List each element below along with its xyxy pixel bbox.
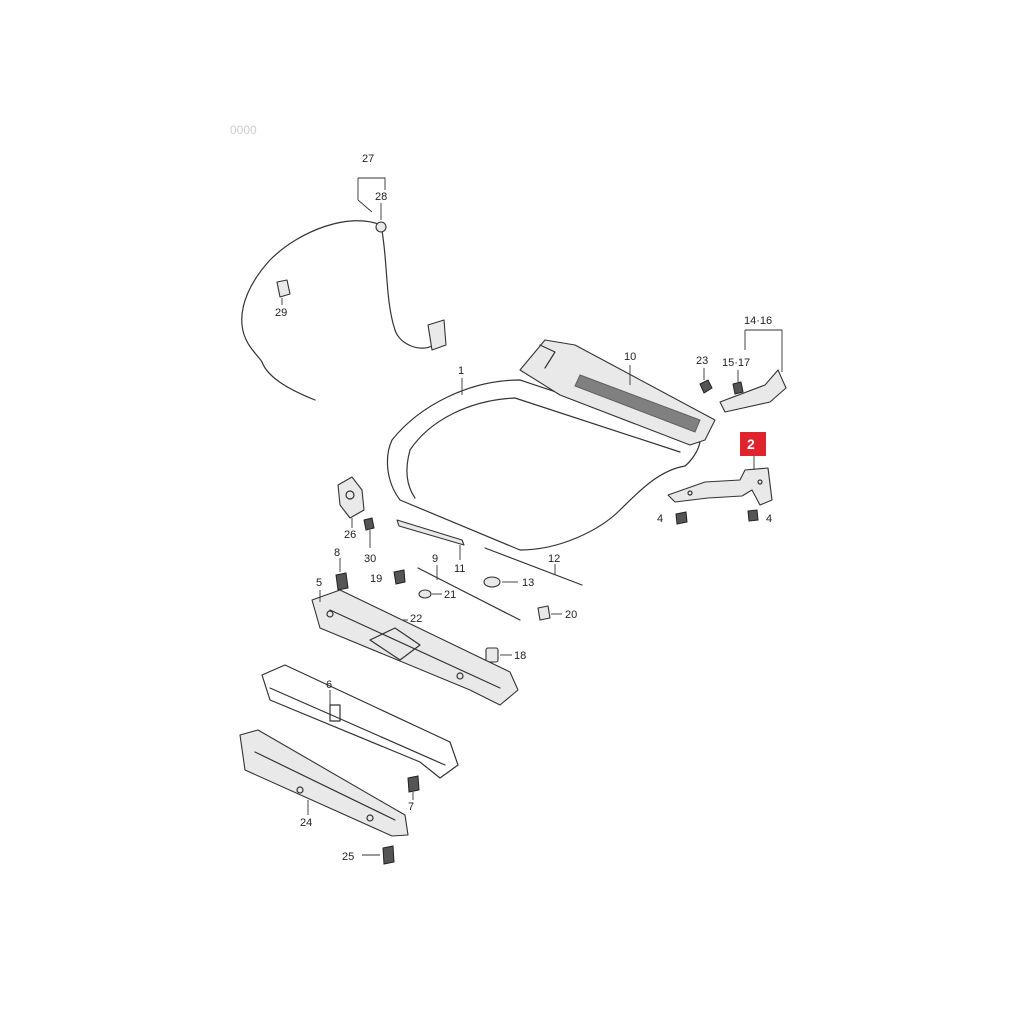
seal-strip-11: [396, 519, 465, 546]
bolt-25: [382, 845, 395, 865]
callout-30: 30: [364, 553, 376, 565]
callout-25: 25: [342, 851, 354, 863]
callout-26: 26: [344, 529, 356, 541]
callout-13: 13: [522, 577, 534, 589]
stay-rod-9: [417, 567, 521, 621]
callout-9: 9: [432, 553, 438, 565]
support-rod-12: [484, 547, 583, 586]
hood-panel: [386, 379, 701, 551]
callout-1: 1: [458, 365, 464, 377]
bolt-8: [335, 572, 349, 591]
faint-text: 0000: [230, 123, 257, 137]
callout-19: 19: [370, 573, 382, 585]
callout-22: 22: [410, 613, 422, 625]
nut-21: [418, 589, 432, 599]
radiator-support-lower-6: [261, 664, 459, 779]
grommet-13: [483, 576, 501, 588]
stopper-18: [485, 647, 499, 663]
callout-27: 27: [362, 153, 374, 165]
callout-2: 2: [747, 436, 755, 452]
callout-12: 12: [548, 553, 560, 565]
highlighted-callout-box: [740, 432, 766, 456]
cowl-top-panel: [519, 339, 716, 446]
callout-8: 8: [334, 547, 340, 559]
callout-11: 11: [454, 563, 465, 575]
clip-19: [393, 569, 406, 585]
cowl-side-cover: [719, 369, 787, 413]
bolt-4-right: [747, 509, 759, 522]
callout-28: 28: [375, 191, 387, 203]
bolt-7: [407, 775, 420, 793]
hood-latch: [337, 476, 375, 531]
callout-4-right: 4: [766, 513, 772, 525]
callout-21: 21: [444, 589, 456, 601]
callout-24: 24: [300, 817, 312, 829]
callout-6: 6: [326, 679, 332, 691]
callout-15-17: 15·17: [722, 357, 750, 369]
hood-hinge: [667, 467, 773, 506]
bolt-4-left: [675, 511, 688, 525]
callout-23: 23: [696, 355, 708, 367]
clip-23: [699, 379, 713, 394]
callout-10: 10: [624, 351, 636, 363]
callout-4-left: 4: [657, 513, 663, 525]
clip-20: [537, 605, 551, 621]
radiator-support-upper-5: [311, 589, 519, 706]
hood-release-cable: [241, 220, 447, 401]
front-crossmember-24: [239, 729, 409, 837]
callout-18: 18: [514, 650, 526, 662]
callout-7: 7: [408, 801, 414, 813]
callout-20: 20: [565, 609, 577, 621]
callout-5: 5: [316, 577, 322, 589]
callout-14-16: 14·16: [744, 315, 772, 327]
callout-29: 29: [275, 307, 287, 319]
